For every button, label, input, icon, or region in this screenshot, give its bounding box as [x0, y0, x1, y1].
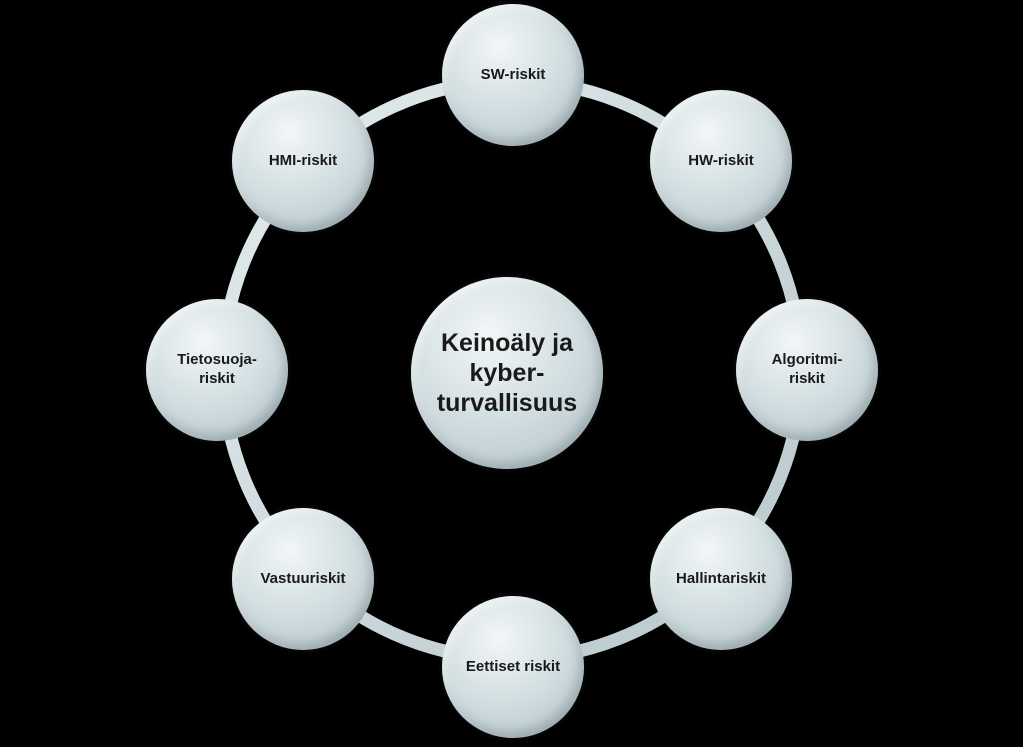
node-tietosuojariskit-label: Tietosuoja- riskit — [177, 351, 257, 387]
node-algoritmiriskit: Algoritmi- riskit — [736, 299, 878, 441]
node-sw-riskit: SW-riskit — [442, 4, 584, 146]
node-hw-riskit-label: HW-riskit — [688, 151, 754, 169]
center-node-label: Keinoäly ja kyber- turvallisuus — [436, 329, 578, 417]
center-node: Keinoäly ja kyber- turvallisuus — [411, 277, 603, 469]
node-hallintariskit-label: Hallintariskit — [675, 569, 767, 587]
node-tietosuojariskit: Tietosuoja- riskit — [146, 299, 288, 441]
node-vastuuriskit: Vastuuriskit — [232, 508, 374, 650]
node-algoritmiriskit-label: Algoritmi- riskit — [771, 351, 843, 387]
node-vastuuriskit-label: Vastuuriskit — [260, 569, 346, 587]
node-eettiset-riskit-label: Eettiset riskit — [465, 657, 561, 675]
node-hw-riskit: HW-riskit — [650, 90, 792, 232]
node-hallintariskit: Hallintariskit — [650, 508, 792, 650]
node-hmi-riskit: HMI-riskit — [232, 90, 374, 232]
node-sw-riskit-label: SW-riskit — [480, 65, 546, 83]
node-eettiset-riskit: Eettiset riskit — [442, 596, 584, 738]
node-hmi-riskit-label: HMI-riskit — [268, 151, 338, 169]
